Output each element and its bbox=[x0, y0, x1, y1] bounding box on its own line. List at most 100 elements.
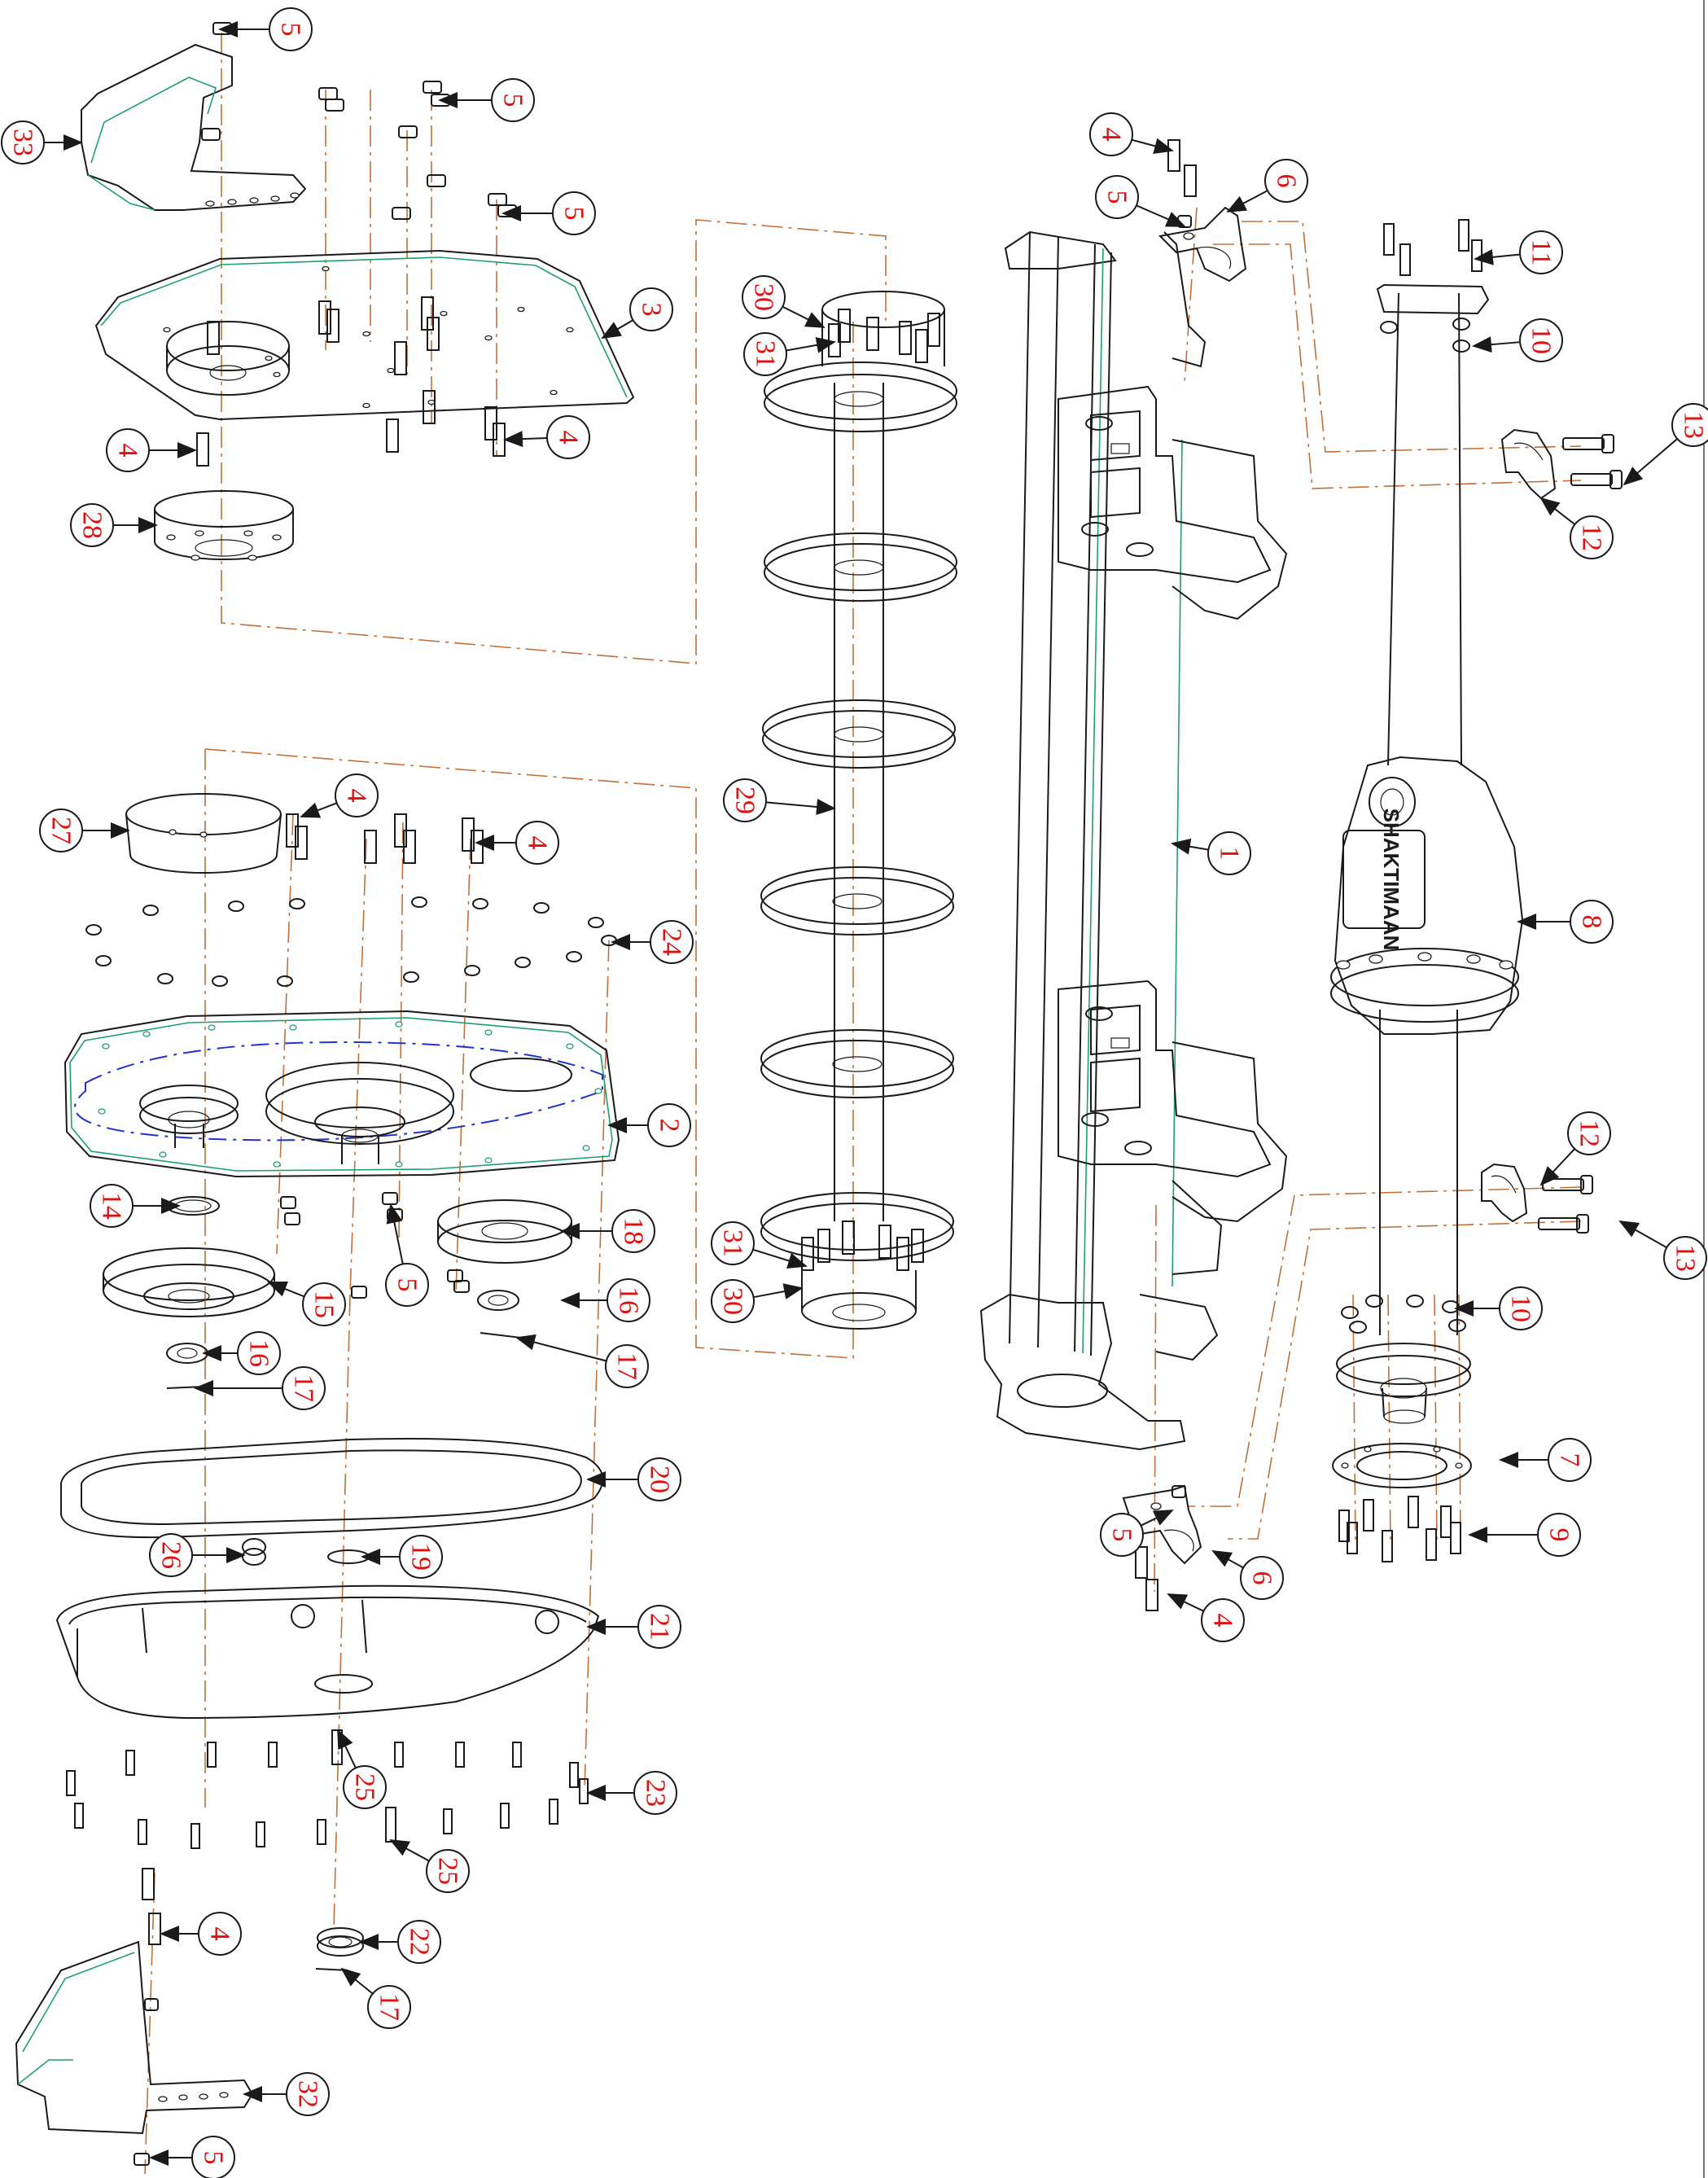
part-6-lower-clamp bbox=[1122, 1484, 1202, 1565]
callout-circle bbox=[743, 332, 787, 376]
part-24-nuts bbox=[85, 896, 617, 987]
callout-circle bbox=[711, 1221, 755, 1265]
callout-number: 22 bbox=[405, 1928, 435, 1956]
part-22-nut bbox=[317, 1927, 364, 1957]
callout-number: 1 bbox=[1215, 847, 1245, 861]
callout-leader bbox=[386, 1203, 404, 1264]
callout-number: 13 bbox=[1679, 411, 1708, 439]
callout-leader bbox=[1623, 438, 1678, 486]
callout-number: 10 bbox=[1506, 1295, 1536, 1322]
callout-circle bbox=[397, 1920, 441, 1964]
callout-13: 13 bbox=[1623, 403, 1708, 486]
callout-11: 11 bbox=[1474, 230, 1563, 274]
callout-circle bbox=[650, 920, 694, 964]
callout-19: 19 bbox=[361, 1535, 443, 1579]
callout-number: 5 bbox=[559, 207, 589, 221]
part-25-bolt-b bbox=[385, 1807, 396, 1843]
part-1-main-frame bbox=[979, 230, 1288, 1451]
callout-number: 5 bbox=[1107, 1528, 1137, 1542]
callout-16: 16 bbox=[202, 1331, 281, 1375]
callout-circle bbox=[1548, 1438, 1592, 1482]
callout-number: 15 bbox=[309, 1291, 339, 1318]
callout-7: 7 bbox=[1499, 1438, 1592, 1482]
callout-5: 5 bbox=[1100, 1510, 1174, 1557]
callout-circle bbox=[90, 1184, 134, 1228]
callout-number: 6 bbox=[1247, 1571, 1277, 1585]
callout-circle bbox=[149, 1533, 193, 1577]
part-28-hub bbox=[154, 490, 294, 561]
callout-leader bbox=[1618, 1220, 1667, 1249]
callout-31: 31 bbox=[711, 1221, 808, 1269]
brand-label: SHAKTIMAAN bbox=[1379, 809, 1404, 951]
part-8-gearbox: SHAKTIMAAN bbox=[1330, 283, 1524, 1424]
callout-circle bbox=[1519, 318, 1563, 362]
callout-circle bbox=[106, 428, 150, 472]
callout-8: 8 bbox=[1517, 900, 1614, 944]
callout-circle bbox=[607, 1278, 650, 1322]
callout-circle bbox=[426, 1849, 470, 1893]
callout-17: 17 bbox=[340, 1967, 411, 2029]
callout-9: 9 bbox=[1468, 1513, 1581, 1557]
callout-circle bbox=[286, 2072, 330, 2116]
callout-4: 4 bbox=[160, 1912, 242, 1956]
callout-number: 30 bbox=[749, 283, 779, 311]
callout-circle bbox=[742, 275, 786, 319]
callout-leader bbox=[1211, 1550, 1244, 1569]
callout-number: 16 bbox=[244, 1339, 274, 1367]
callout-leader bbox=[267, 1281, 305, 1298]
callout-15: 15 bbox=[267, 1281, 346, 1326]
part-13-bolts-lower bbox=[1538, 1175, 1593, 1234]
callout-number: 13 bbox=[1671, 1244, 1701, 1272]
callout-number: 14 bbox=[97, 1192, 127, 1220]
callout-33: 33 bbox=[1, 121, 83, 164]
callout-circle bbox=[237, 1331, 281, 1375]
callout-circle bbox=[1671, 403, 1708, 447]
part-23-bolts bbox=[66, 1742, 589, 1849]
callout-number: 9 bbox=[1544, 1528, 1574, 1542]
callout-12: 12 bbox=[1539, 1111, 1611, 1186]
callout-5: 5 bbox=[385, 1203, 429, 1307]
callout-circle bbox=[1570, 900, 1614, 944]
callout-number: 5 bbox=[276, 23, 306, 37]
callout-5: 5 bbox=[501, 191, 596, 235]
callout-leader bbox=[601, 319, 634, 340]
callout-leader bbox=[340, 1967, 374, 1995]
callout-circle bbox=[1264, 159, 1308, 203]
callout-circle bbox=[367, 1985, 411, 2029]
callout-leader bbox=[786, 336, 836, 353]
callout-leader bbox=[503, 431, 548, 448]
callout-1: 1 bbox=[1171, 831, 1251, 875]
part-26-plug bbox=[242, 1538, 266, 1566]
callout-circle bbox=[711, 1279, 755, 1323]
callout-31: 31 bbox=[743, 332, 836, 376]
callout-circle bbox=[1100, 1513, 1144, 1557]
callout-leader bbox=[782, 305, 826, 328]
callout-leader bbox=[300, 802, 338, 818]
part-12-bracket-lower bbox=[1481, 1163, 1528, 1223]
callout-4: 4 bbox=[503, 415, 590, 459]
callout-22: 22 bbox=[359, 1920, 441, 1964]
callout-24: 24 bbox=[611, 920, 694, 964]
callout-circle bbox=[633, 1771, 677, 1815]
callout-16: 16 bbox=[560, 1278, 650, 1322]
callout-leader bbox=[515, 1334, 607, 1362]
callout-circle bbox=[723, 778, 767, 822]
callout-number: 11 bbox=[1526, 239, 1557, 266]
callout-number: 6 bbox=[1272, 174, 1302, 188]
callout-circle bbox=[605, 1344, 649, 1388]
callout-bubbles: 5335534428303146511101312291827442421418… bbox=[1, 7, 1708, 2178]
callout-leader bbox=[389, 1839, 430, 1862]
callout-number: 4 bbox=[1097, 128, 1127, 142]
callout-23: 23 bbox=[586, 1771, 677, 1815]
callout-number: 24 bbox=[657, 928, 687, 956]
part-27-ring bbox=[125, 793, 282, 874]
callout-5: 5 bbox=[149, 2136, 235, 2178]
callout-number: 26 bbox=[156, 1541, 186, 1569]
callout-number: 23 bbox=[641, 1779, 671, 1807]
callout-number: 12 bbox=[1574, 1120, 1605, 1147]
callout-number: 8 bbox=[1577, 915, 1607, 929]
callout-number: 5 bbox=[1102, 191, 1132, 204]
callout-number: 27 bbox=[46, 817, 77, 844]
callout-circle bbox=[611, 1209, 655, 1253]
